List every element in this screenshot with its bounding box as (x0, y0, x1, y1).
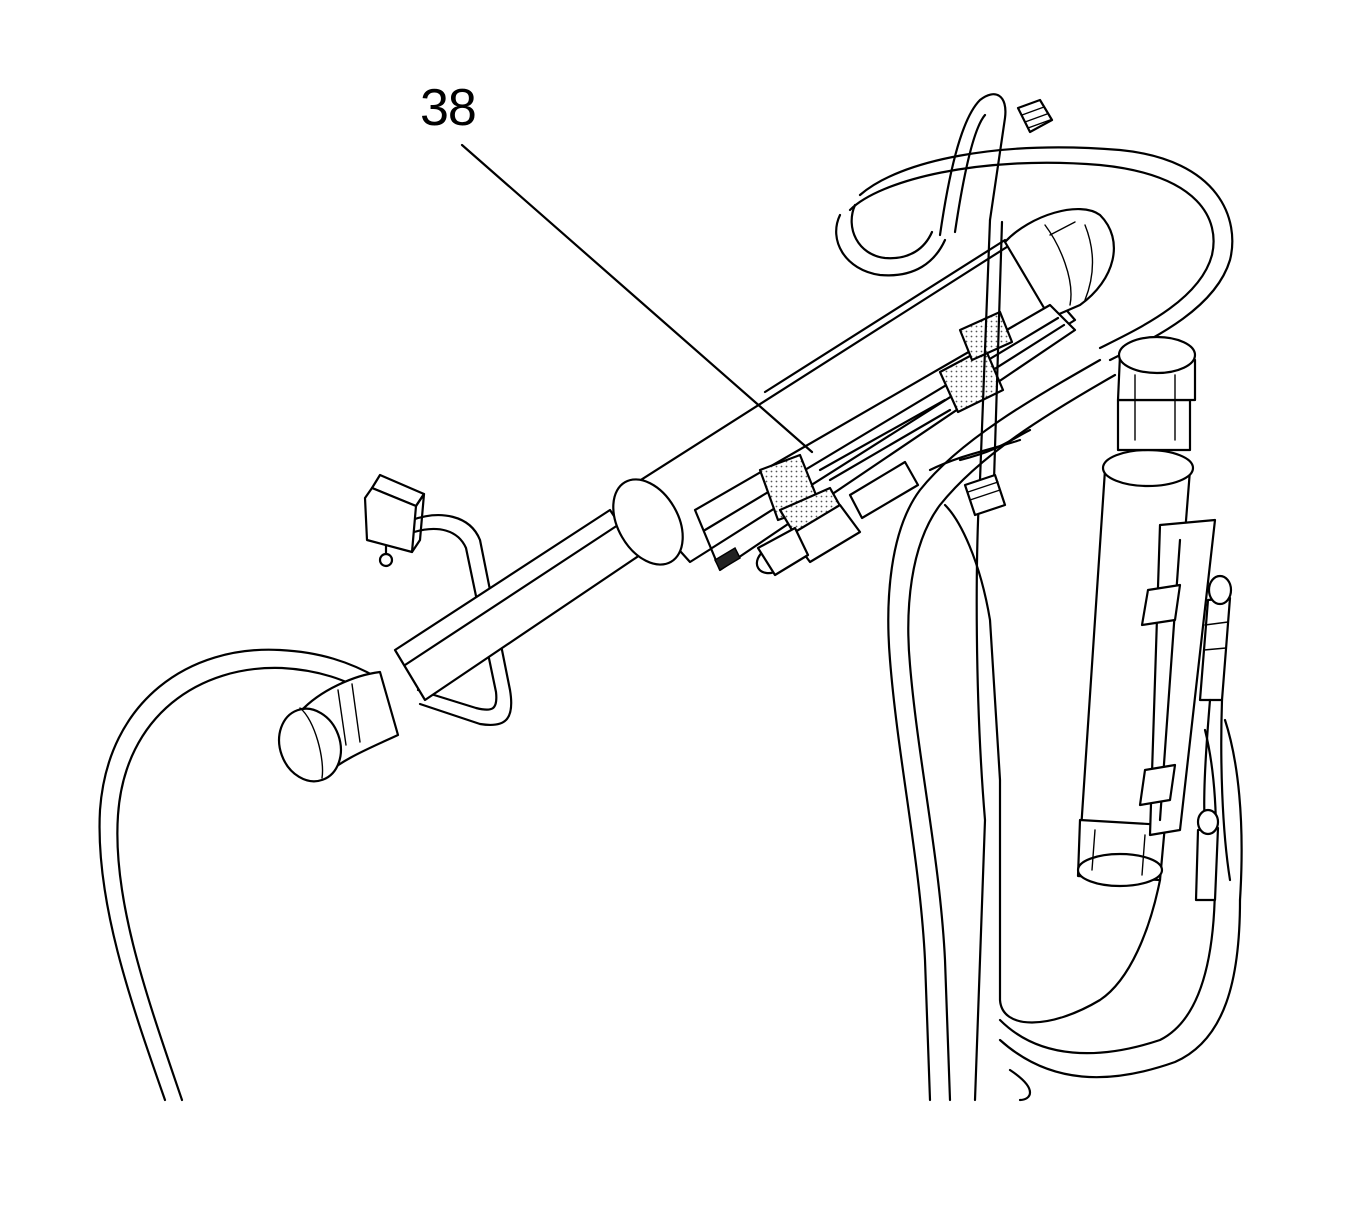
upper-return-lines (835, 93, 1234, 362)
vertical-line-bundle (887, 218, 1243, 1102)
right-canister (1076, 335, 1233, 902)
callout-leader-38 (460, 143, 814, 454)
callout-label-38: 38 (420, 79, 477, 137)
main-fuel-tube (277, 207, 1115, 783)
left-wire-loop (98, 648, 380, 1102)
filter-clip-assembly (693, 303, 1077, 577)
electrical-connector (363, 473, 426, 568)
